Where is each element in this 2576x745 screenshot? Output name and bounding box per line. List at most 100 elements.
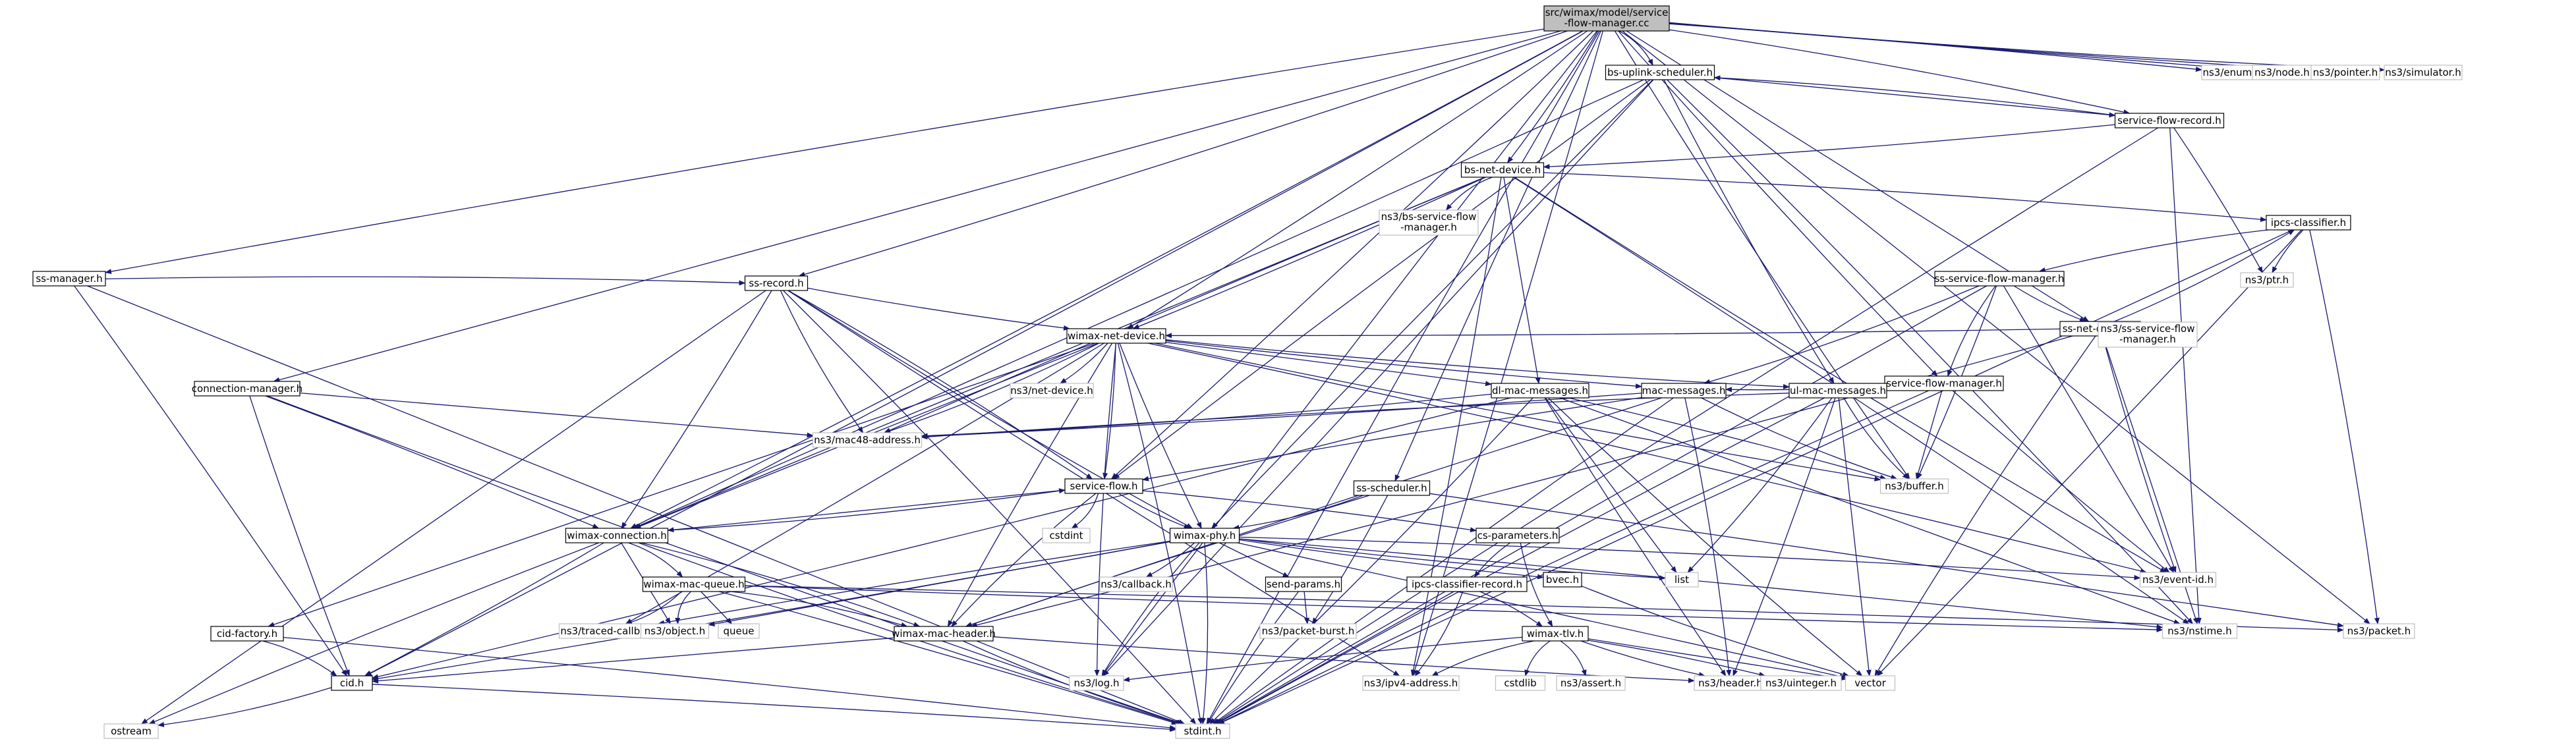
edge-ss_manager-to-ss_record [105,276,746,286]
node-wimax_mac_header[interactable]: wimax-mac-header.h [892,626,996,642]
node-ns3_packet[interactable]: ns3/packet.h [2343,623,2415,639]
node-ns3_object[interactable]: ns3/object.h [640,623,710,639]
node-box [1934,271,2065,287]
node-label: cid-factory.h [217,628,277,640]
edge-root-to-service_flow_manager [1618,30,1938,377]
node-bs_uplink_scheduler[interactable]: bs-uplink-scheduler.h [1605,65,1715,80]
node-cid_factory[interactable]: cid-factory.h [210,626,284,642]
node-ns3_ipv4_address[interactable]: ns3/ipv4-address.h [1362,675,1460,691]
node-ns3_enum[interactable]: ns3/enum.h [2201,65,2263,80]
edge-root-to-ns3_pointer [1669,22,2312,72]
node-dl_mac_messages[interactable]: dl-mac-messages.h [1491,383,1589,399]
edge-service_flow-to-cstdint [1071,493,1099,529]
node-send_params[interactable]: send-params.h [1265,576,1342,592]
node-box [1460,162,1545,178]
node-ipcs_classifier[interactable]: ipcs-classifier.h [2266,215,2351,231]
edge-wimax_mac_header-to-ns3_header [992,636,1695,684]
node-ns3_nstime[interactable]: ns3/nstime.h [2161,623,2238,639]
edge-wimax_mac_queue-to-ns3_packet [745,585,2344,633]
node-cstdlib[interactable]: cstdlib [1495,675,1546,691]
node-ns3_callback[interactable]: ns3/callback.h [1099,576,1173,592]
node-wimax_tlv[interactable]: wimax-tlv.h [1522,626,1589,642]
node-label: src/wimax/model/service [1545,7,1669,18]
node-cs_parameters[interactable]: cs-parameters.h [1475,528,1560,543]
node-cid[interactable]: cid.h [331,675,373,691]
node-wimax_mac_queue[interactable]: wimax-mac-queue.h [642,576,746,592]
node-ns3_node[interactable]: ns3/node.h [2252,65,2312,80]
node-ns3_simulator[interactable]: ns3/simulator.h [2384,65,2463,80]
edge-wimax_net_device-to-wimax_mac_header [947,343,1113,627]
node-ns3_pointer[interactable]: ns3/pointer.h [2310,65,2380,80]
node-queue[interactable]: queue [718,623,760,639]
node-ns3_assert[interactable]: ns3/assert.h [1556,675,1626,691]
node-ss_record[interactable]: ss-record.h [744,275,809,291]
node-root[interactable]: src/wimax/model/service-flow-manager.cc [1543,5,1670,32]
node-box [894,626,994,642]
node-bs_net_device[interactable]: bs-net-device.h [1460,162,1545,178]
edge-dl_mac_messages-to-ns3_nstime [1559,397,2181,624]
node-cstdint[interactable]: cstdint [1042,528,1091,543]
edge-wimax_net_device-to-service_flow [1102,343,1116,480]
node-ns3_packet_burst[interactable]: ns3/packet-burst.h [1259,623,1357,639]
node-service_flow[interactable]: service-flow.h [1064,478,1143,494]
node-connection_manager[interactable]: connection-manager.h [192,381,302,397]
node-ns3_buffer[interactable]: ns3/buffer.h [1879,478,1949,494]
node-wimax_phy[interactable]: wimax-phy.h [1169,528,1240,543]
node-ns3_bs_sfm[interactable]: ns3/bs-service-flow-manager.h [1379,209,1479,236]
node-ipcs_classifier_record[interactable]: ipcs-classifier-record.h [1406,576,1528,592]
node-vector[interactable]: vector [1845,675,1896,691]
node-label: send-params.h [1267,578,1340,590]
node-ns3_ptr[interactable]: ns3/ptr.h [2240,272,2294,288]
node-box [331,675,373,691]
node-ns3_header[interactable]: ns3/header.h [1694,675,1767,691]
node-label: ns3/log.h [1073,677,1119,689]
edge-ul_mac_messages-to-stdint [1215,397,1825,725]
edge-wimax_net_device-to-dl_mac_messages [1165,342,1492,387]
node-service_flow_record[interactable]: service-flow-record.h [2114,113,2225,128]
node-ns3_log[interactable]: ns3/log.h [1069,675,1124,691]
edge-root-to-ns3_enum [1669,23,2202,72]
node-mac_messages[interactable]: mac-messages.h [1641,383,1727,399]
node-box [2240,272,2294,288]
node-box [1362,675,1460,691]
node-label: ss-record.h [749,277,803,289]
edge-wimax_connection-to-wimax_mac_header [641,542,921,627]
node-ss_scheduler[interactable]: ss-scheduler.h [1353,480,1431,496]
edge-bs_net_device-to-ns3_nstime [1513,177,2190,624]
node-ns3_mac48[interactable]: ns3/mac48-address.h [812,432,923,448]
node-ns3_event_id[interactable]: ns3/event-id.h [2139,572,2217,588]
node-label: ns3/enum.h [2202,67,2261,78]
node-label: cstdlib [1504,677,1536,689]
node-wimax_connection[interactable]: wimax-connection.h [565,528,669,543]
node-ostream[interactable]: ostream [103,723,159,739]
node-bvec[interactable]: bvec.h [1543,572,1582,588]
edge-ipcs_classifier_record-to-stdint [1215,591,1454,725]
node-ss_service_flow_manager[interactable]: ss-service-flow-manager.h [1934,271,2065,287]
edge-mac_messages-to-service_flow [1142,397,1642,482]
node-label: mac-messages.h [1642,385,1726,397]
node-wimax_net_device[interactable]: wimax-net-device.h [1066,328,1166,344]
node-service_flow_manager[interactable]: service-flow-manager.h [1884,375,2004,391]
node-list[interactable]: list [1665,572,1699,588]
node-stdint[interactable]: stdint.h [1175,723,1230,739]
edge-wimax_phy-to-ns3_nstime [1239,538,2163,630]
edge-wimax_phy-to-bvec [1239,539,1544,580]
node-label: vector [1854,677,1886,689]
edge-wimax_phy-to-ns3_event_id [1239,536,2141,580]
node-box [1099,576,1173,592]
edge-wimax_net_device-to-ns3_net_device [1060,343,1108,384]
edge-service_flow_manager-to-ns3_event_id [1952,390,2170,573]
edge-wimax_phy-to-vector [1237,542,1846,679]
edge-wimax_tlv-to-ns3_ipv4_address [1431,640,1535,676]
node-label: bs-uplink-scheduler.h [1607,67,1713,78]
node-ns3_net_device[interactable]: ns3/net-device.h [1010,383,1094,399]
node-ul_mac_messages[interactable]: ul-mac-messages.h [1789,383,1887,399]
node-ns3_ss_sfm[interactable]: ns3/ss-service-flow-manager.h [2098,321,2198,348]
node-ss_manager[interactable]: ss-manager.h [32,271,106,287]
node-box [1789,383,1887,399]
edge-dl_mac_messages-to-ns3_header [1544,397,1727,676]
node-ns3_uinteger[interactable]: ns3/uinteger.h [1760,675,1842,691]
edge-service_flow-to-cs_parameters [1142,490,1477,533]
